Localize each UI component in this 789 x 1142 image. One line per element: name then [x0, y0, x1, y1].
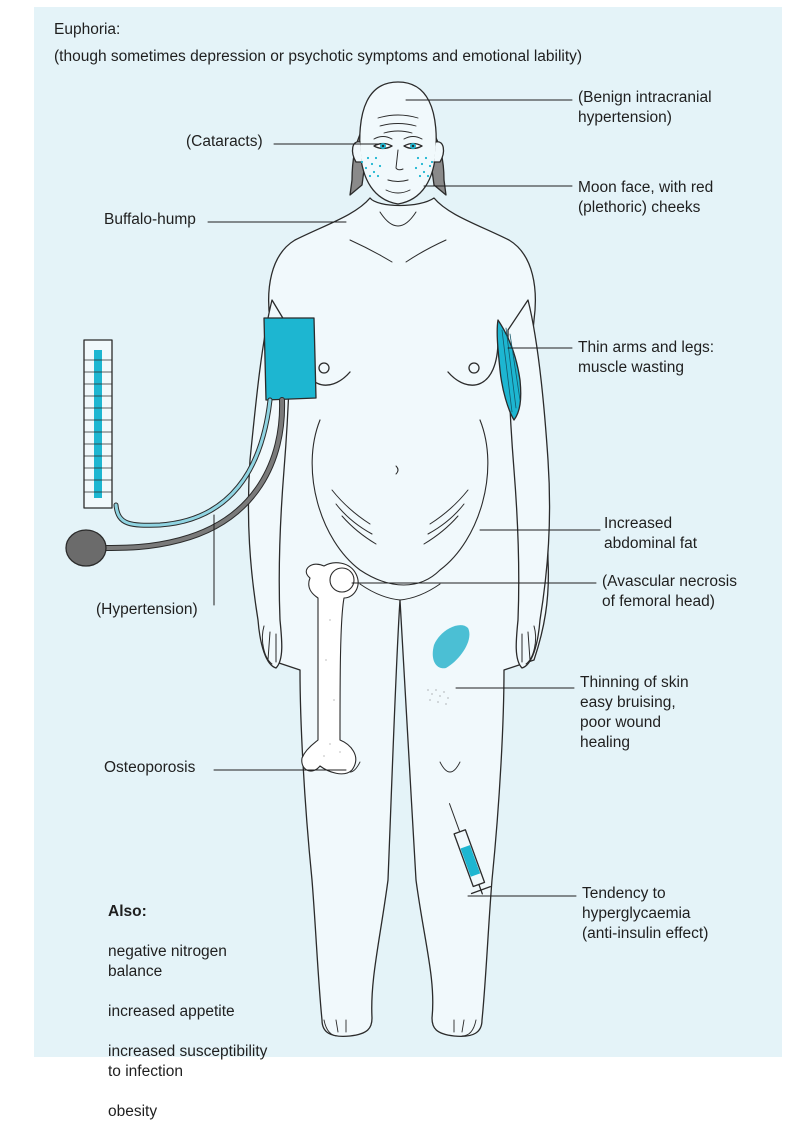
label-benign-intracranial-hypertension: (Benign intracranial hypertension) — [578, 88, 712, 128]
bp-bulb — [66, 530, 106, 566]
label-thin-arms: Thin arms and legs: muscle wasting — [578, 338, 714, 378]
label-cataracts: (Cataracts) — [186, 132, 263, 152]
label-hyperglycaemia: Tendency to hyperglycaemia (anti-insulin… — [582, 884, 708, 944]
header-line-1: Euphoria: — [54, 19, 120, 40]
bp-cuff — [264, 318, 316, 400]
label-osteoporosis: Osteoporosis — [104, 758, 195, 778]
also-item: increased appetite — [108, 1002, 267, 1022]
label-thinning-skin: Thinning of skin easy bruising, poor wou… — [580, 673, 689, 753]
also-item: obesity — [108, 1102, 267, 1122]
also-item: negative nitrogen balance — [108, 942, 267, 982]
label-abdominal-fat: Increased abdominal fat — [604, 514, 697, 554]
header-line-2: (though sometimes depression or psychoti… — [54, 46, 582, 67]
label-hypertension: (Hypertension) — [96, 600, 198, 620]
label-buffalo-hump: Buffalo-hump — [104, 210, 196, 230]
label-moon-face: Moon face, with red (plethoric) cheeks — [578, 178, 713, 218]
also-title: Also: — [108, 902, 267, 922]
label-avascular-necrosis: (Avascular necrosis of femoral head) — [602, 572, 737, 612]
also-block: Also: negative nitrogen balance increase… — [108, 882, 267, 1142]
also-item: increased susceptibility to infection — [108, 1042, 267, 1082]
